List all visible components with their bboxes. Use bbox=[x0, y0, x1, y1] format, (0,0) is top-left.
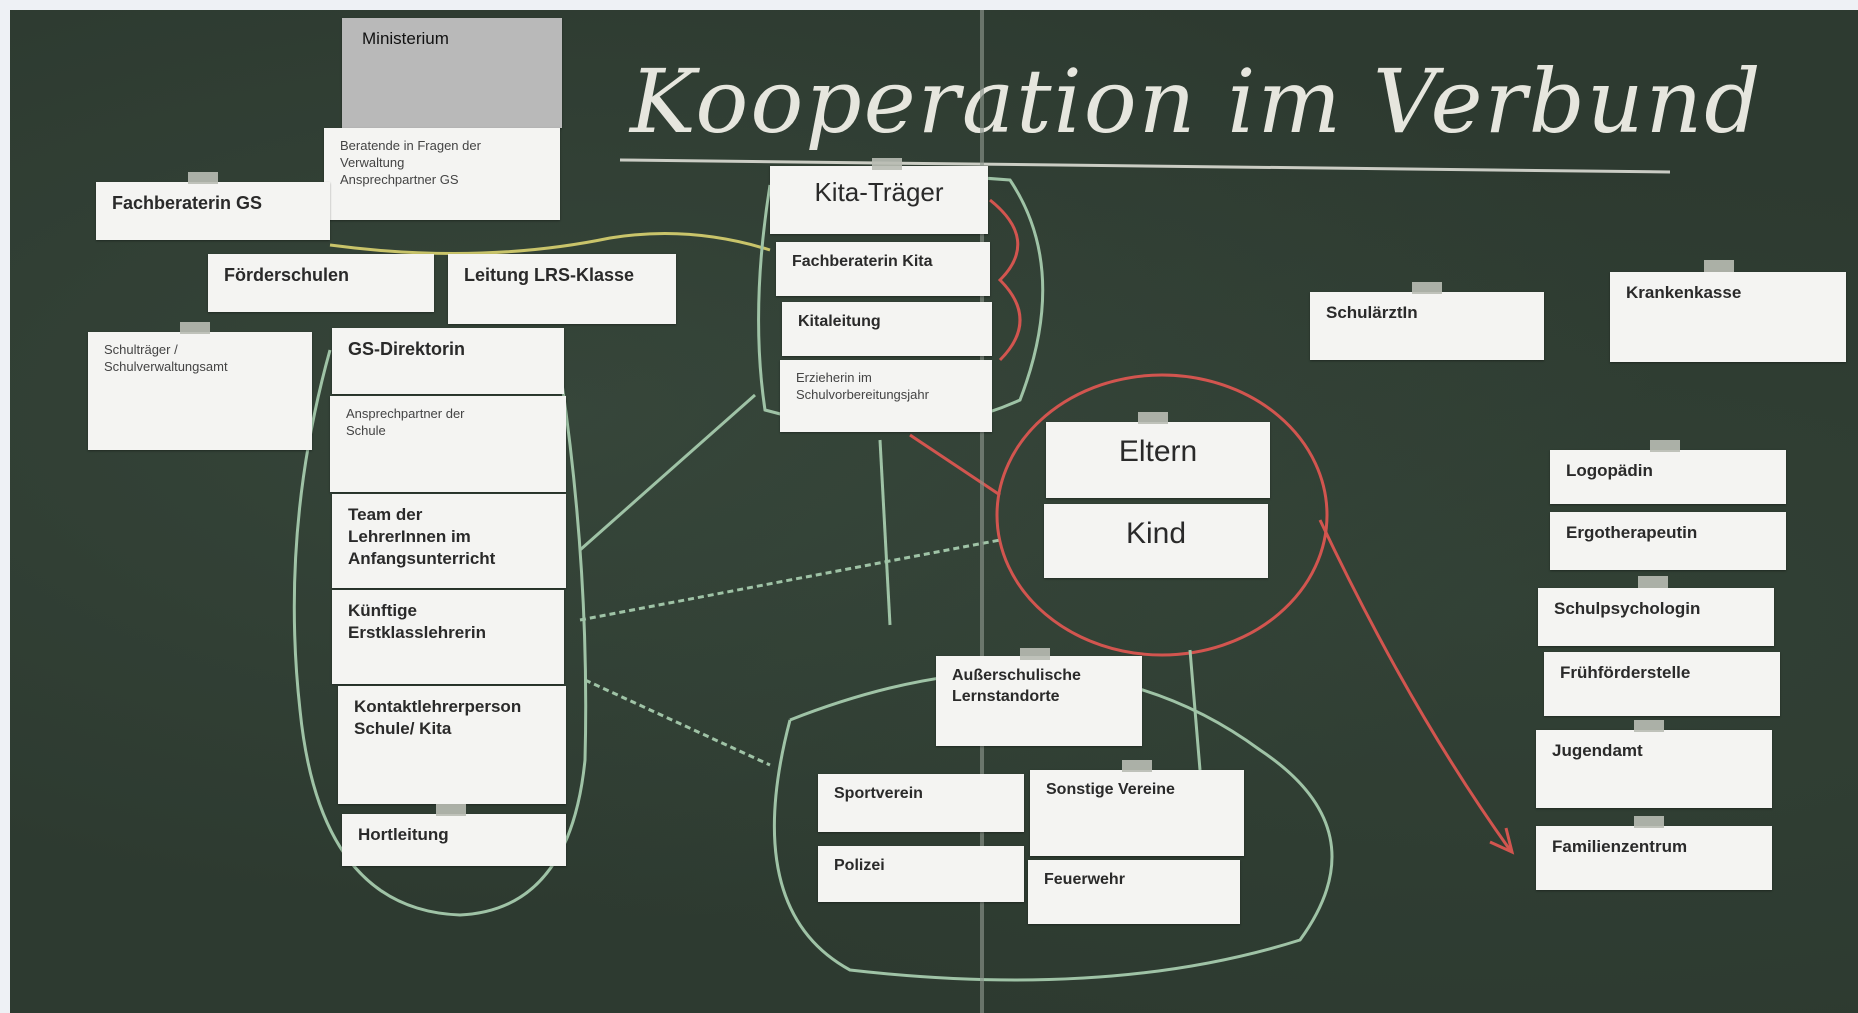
card-sportverein: Sportverein bbox=[818, 774, 1024, 832]
arrow-kita-down bbox=[878, 439, 892, 626]
card-leitung-lrs: Leitung LRS-Klasse bbox=[448, 254, 676, 324]
board-title: Kooperation im Verbund bbox=[630, 50, 1763, 153]
arrow-school-kita bbox=[579, 393, 756, 552]
card-kitaleitung: Kitaleitung bbox=[782, 302, 992, 356]
card-krankenkasse: Krankenkasse bbox=[1610, 272, 1846, 362]
tape bbox=[436, 804, 466, 816]
card-fruehfoerderstelle: Frühförderstelle bbox=[1544, 652, 1780, 716]
card-team-anfangsunterricht: Team der LehrerInnen im Anfangsunterrich… bbox=[332, 494, 566, 588]
card-schultraeger: Schulträger / Schulverwaltungsamt bbox=[88, 332, 312, 450]
card-eltern: Eltern bbox=[1046, 422, 1270, 498]
card-familienzentrum: Familienzentrum bbox=[1536, 826, 1772, 890]
card-jugendamt: Jugendamt bbox=[1536, 730, 1772, 808]
red-arrow-kita-eltern bbox=[909, 433, 1001, 497]
card-schulpsychologin: Schulpsychologin bbox=[1538, 588, 1774, 646]
tape bbox=[872, 158, 902, 170]
card-kuenftige-erstklasslehrerin: Künftige Erstklasslehrerin bbox=[332, 590, 564, 684]
yellow-connector bbox=[329, 232, 771, 256]
chalkboard-photo: Kooperation im Verbund Ministerium Berat… bbox=[10, 10, 1858, 1013]
card-ansprechpartner-schule: Ansprechpartner der Schule bbox=[330, 396, 566, 492]
photo-seam bbox=[980, 10, 984, 1013]
card-kita-traeger: Kita-Träger bbox=[770, 166, 988, 234]
tape bbox=[1634, 720, 1664, 732]
card-foerderschulen: Förderschulen bbox=[208, 254, 434, 312]
tape bbox=[1122, 760, 1152, 772]
card-sonstige-vereine: Sonstige Vereine bbox=[1030, 770, 1244, 856]
tape bbox=[1650, 440, 1680, 452]
tape bbox=[1020, 648, 1050, 660]
card-ansprechpartner-gs: Beratende in Fragen der Verwaltung Anspr… bbox=[324, 128, 560, 220]
red-hierarchy-arrows bbox=[989, 198, 1022, 362]
tape bbox=[180, 322, 210, 334]
red-arrow-familienzentrum bbox=[1318, 519, 1512, 851]
tape bbox=[1412, 282, 1442, 294]
card-polizei: Polizei bbox=[818, 846, 1024, 902]
card-ministerium: Ministerium bbox=[342, 18, 562, 128]
card-erzieherin: Erzieherin im Schulvorbereitungsjahr bbox=[780, 360, 992, 432]
card-kind: Kind bbox=[1044, 504, 1268, 578]
card-ergotherapeutin: Ergotherapeutin bbox=[1550, 512, 1786, 570]
tape bbox=[1138, 412, 1168, 424]
card-schulaerztin: SchulärztIn bbox=[1310, 292, 1544, 360]
card-gs-direktorin: GS-Direktorin bbox=[332, 328, 564, 394]
title-underline bbox=[619, 158, 1671, 174]
arrow-school-vereine bbox=[584, 678, 771, 767]
tape bbox=[1638, 576, 1668, 588]
card-logopaedin: Logopädin bbox=[1550, 450, 1786, 504]
arrow-school-eltern bbox=[579, 538, 1001, 622]
card-fachberaterin-kita: Fachberaterin Kita bbox=[776, 242, 990, 296]
card-feuerwehr: Feuerwehr bbox=[1028, 860, 1240, 924]
tape bbox=[1704, 260, 1734, 272]
tape bbox=[188, 172, 218, 184]
card-fachberaterin-gs: Fachberaterin GS bbox=[96, 182, 330, 240]
card-kontaktlehrerperson: Kontaktlehrerperson Schule/ Kita bbox=[338, 686, 566, 804]
card-ausserschulische-lernstandorte: Außerschulische Lernstandorte bbox=[936, 656, 1142, 746]
tape bbox=[1634, 816, 1664, 828]
eltern-kind-circle bbox=[995, 373, 1329, 657]
card-hortleitung: Hortleitung bbox=[342, 814, 566, 866]
